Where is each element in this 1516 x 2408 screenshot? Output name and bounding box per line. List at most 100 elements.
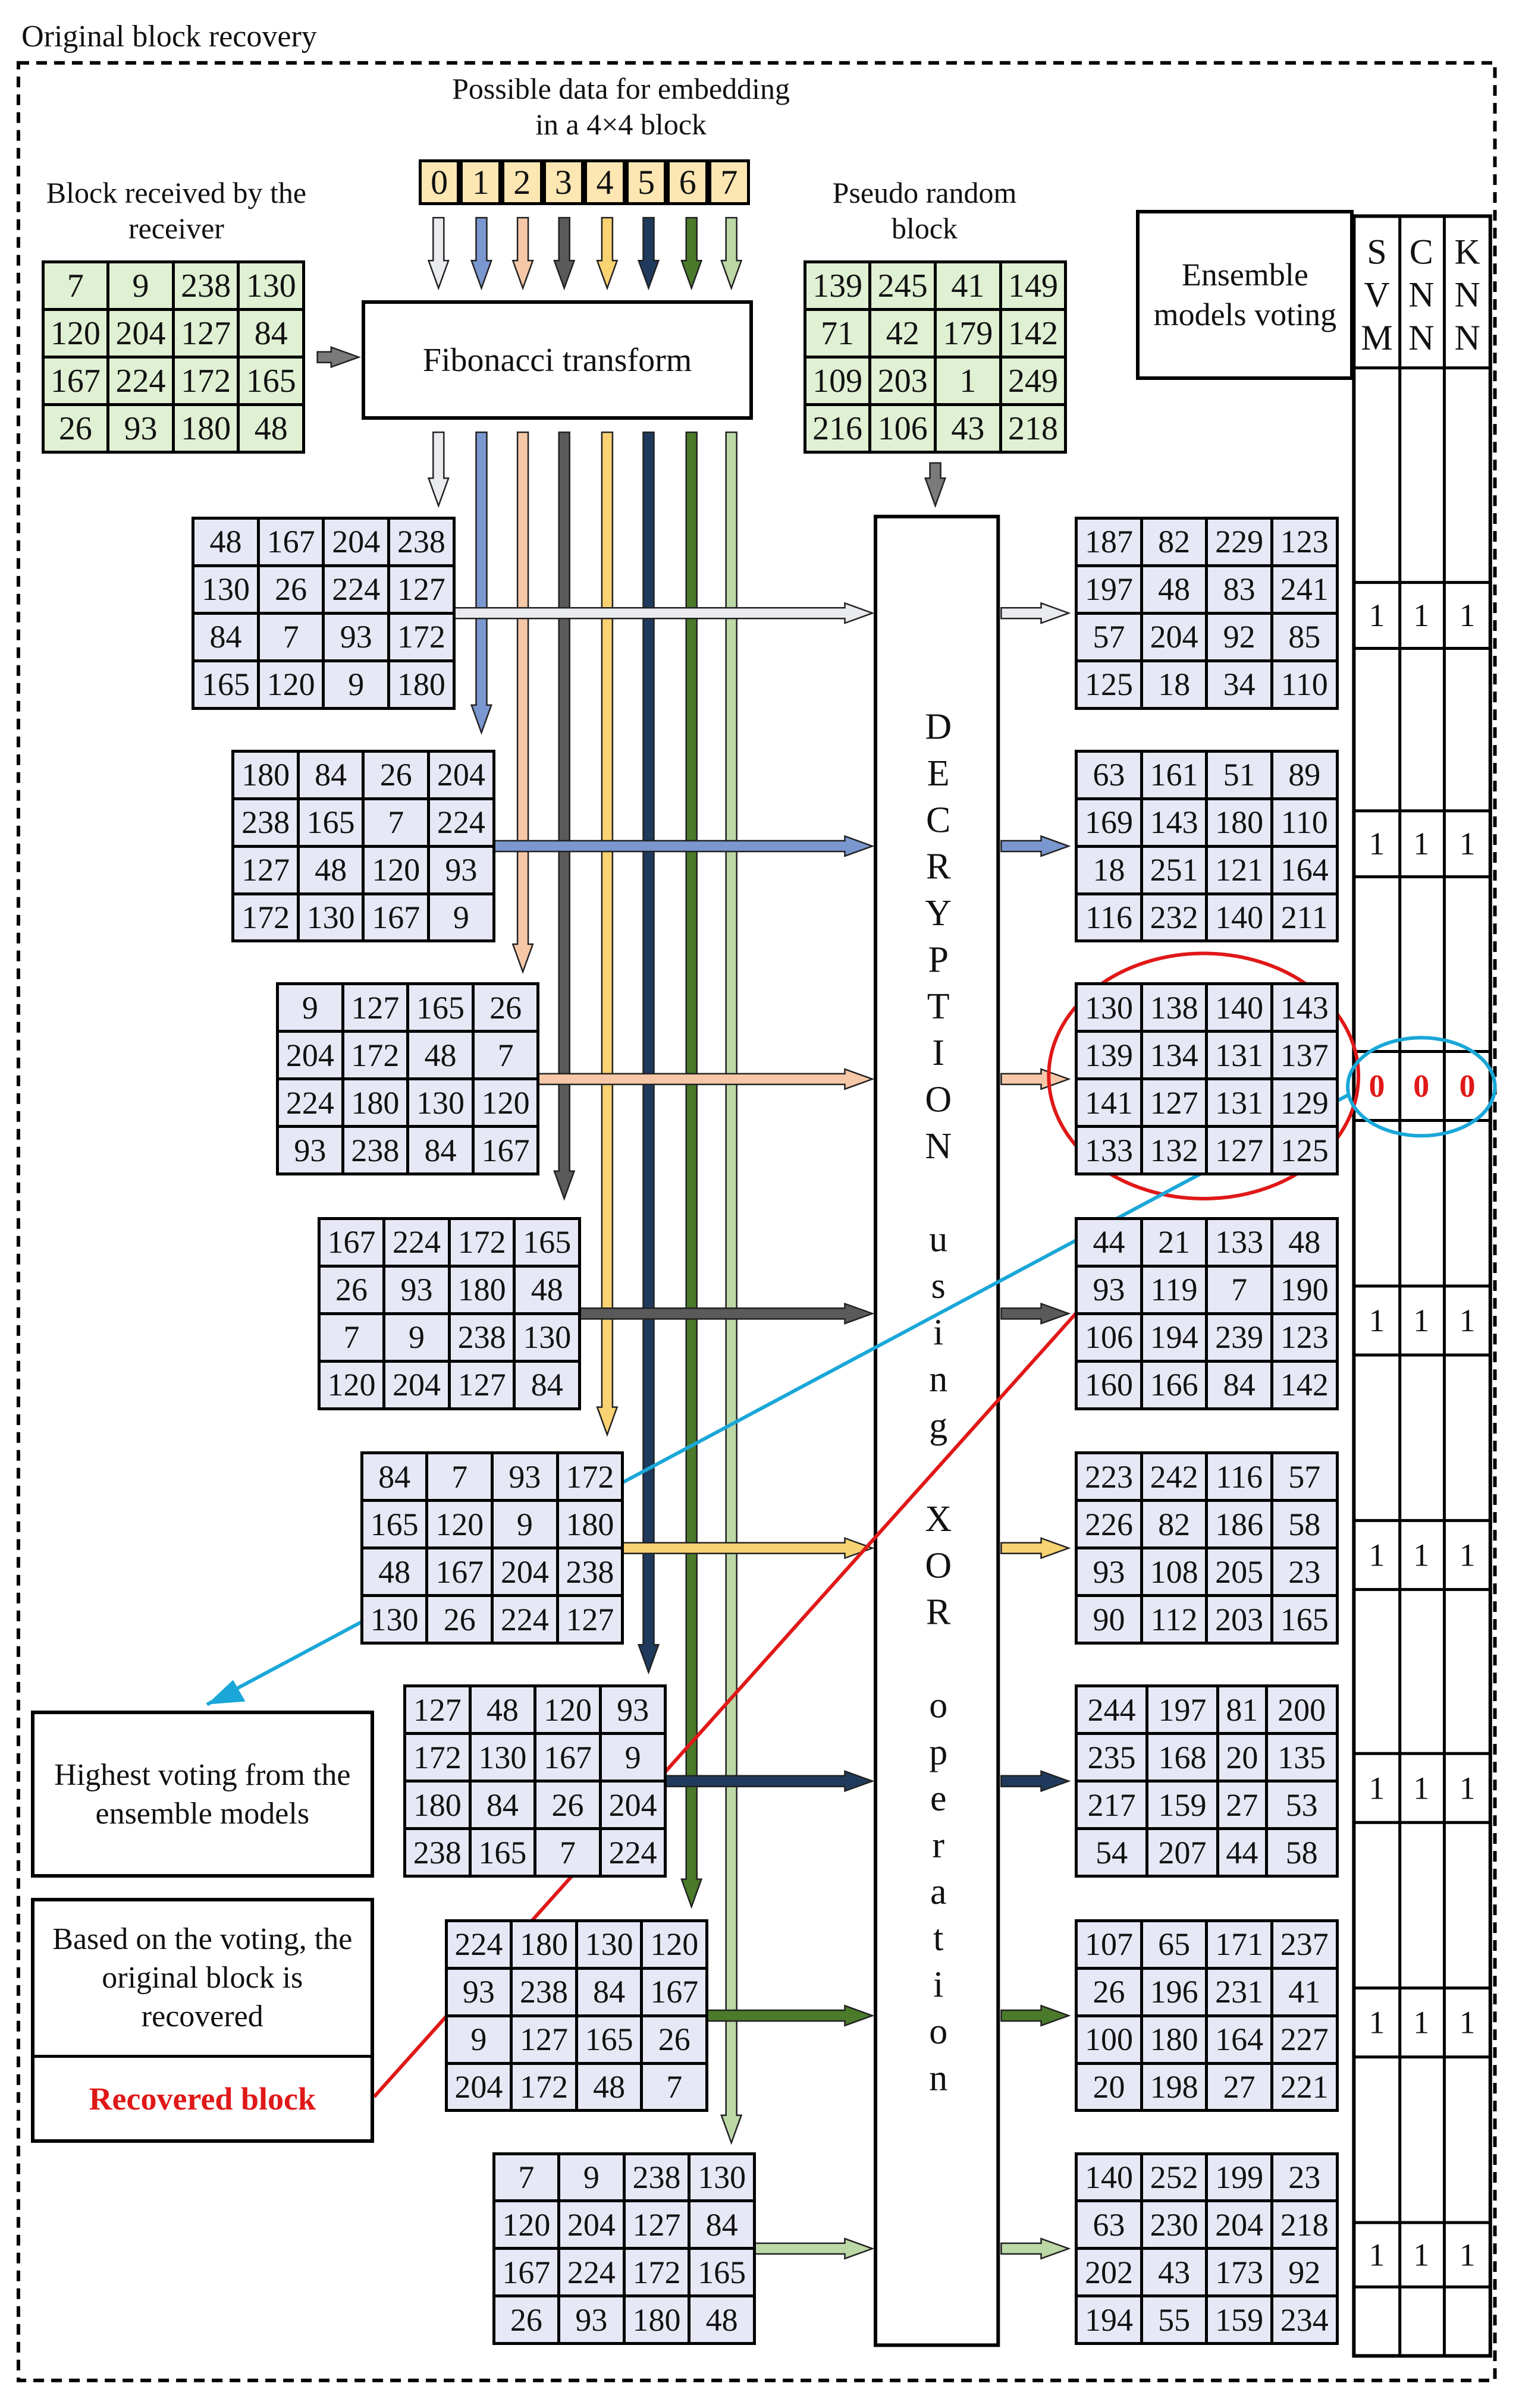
matrix-cell: 48: [1270, 1216, 1339, 1268]
matrix-cell: 92: [1270, 2247, 1339, 2298]
matrix-cell: 127: [555, 1594, 624, 1645]
matrix-cell: 252: [1140, 2152, 1209, 2203]
matrix-cell: 7: [640, 2061, 709, 2112]
matrix-cell: 166: [1140, 1359, 1209, 1410]
candidate-to-decryption-arrow-5: [660, 1770, 875, 1793]
matrix-cell: 81: [1216, 1684, 1268, 1736]
matrix-cell: 127: [231, 844, 300, 895]
matrix-cell: 143: [1140, 797, 1209, 848]
matrix-cell: 18: [1075, 844, 1143, 895]
matrix-cell: 71: [803, 308, 872, 359]
matrix-cell: 23: [1270, 1546, 1339, 1598]
matrix-cell: 165: [468, 1827, 537, 1878]
matrix-cell: 217: [1075, 1780, 1149, 1831]
possible-data-cell: 3: [542, 159, 585, 206]
data-input-arrow-6: [680, 216, 703, 291]
data-input-arrow-1: [470, 216, 492, 291]
matrix-cell: 130: [513, 1312, 582, 1363]
matrix-cell: 48: [406, 1030, 475, 1081]
model-header-letter: N: [1408, 275, 1434, 315]
matrix-cell: 120: [492, 2199, 561, 2250]
matrix-cell: 165: [513, 1216, 582, 1268]
matrix-cell: 218: [999, 403, 1068, 454]
possible-data-cell: 0: [418, 159, 460, 206]
possible-data-cell: 4: [584, 159, 626, 206]
decryption-to-output-arrow-7: [1000, 2237, 1071, 2260]
matrix-cell: 165: [406, 982, 475, 1033]
matrix-cell: 135: [1264, 1732, 1339, 1783]
candidate-to-decryption-arrow-1: [488, 835, 875, 857]
matrix-cell: 108: [1140, 1546, 1209, 1598]
vote-value: 1: [1369, 1537, 1385, 1573]
matrix-cell: 85: [1270, 611, 1339, 662]
matrix-cell: 7: [1205, 1264, 1273, 1315]
matrix-cell: 48: [468, 1684, 537, 1736]
matrix-cell: 93: [427, 844, 495, 895]
matrix-cell: 20: [1216, 1732, 1268, 1783]
matrix-cell: 93: [598, 1684, 667, 1736]
matrix-cell: 84: [296, 749, 365, 800]
matrix-cell: 168: [1145, 1732, 1220, 1783]
decryption-label-letter: N: [925, 1126, 952, 1167]
matrix-cell: 130: [237, 260, 305, 312]
fibonacci-output-arrow-1: [470, 431, 492, 735]
matrix-cell: 63: [1075, 2199, 1143, 2250]
matrix-cell: 9: [382, 1312, 451, 1363]
matrix-cell: 84: [468, 1780, 537, 1831]
matrix-cell: 48: [237, 403, 305, 454]
matrix-cell: 120: [362, 844, 431, 895]
matrix-cell: 204: [1205, 2199, 1273, 2250]
decryption-label-letter: O: [925, 1545, 952, 1586]
matrix-cell: 93: [444, 1966, 513, 2017]
decryption-label-letter: R: [926, 847, 951, 887]
matrix-cell: 139: [803, 260, 872, 312]
possible-data-cell: 2: [501, 159, 543, 206]
matrix-cell: 238: [387, 516, 456, 567]
matrix-cell: 180: [1140, 2014, 1209, 2065]
matrix-cell: 44: [1075, 1216, 1143, 1268]
matrix-cell: 204: [557, 2199, 626, 2250]
matrix-cell: 172: [387, 611, 456, 662]
decryption-to-output-arrow-6: [1000, 2004, 1071, 2027]
matrix-cell: 7: [425, 1451, 494, 1502]
matrix-cell: 221: [1270, 2061, 1339, 2112]
model-header-letter: S: [1367, 232, 1386, 271]
highest-voting-box: Highest voting from the ensemble models: [30, 1711, 375, 1878]
decryption-to-output-arrow-5: [1000, 1770, 1071, 1793]
matrix-cell: 26: [425, 1594, 494, 1645]
matrix-cell: 7: [533, 1827, 602, 1878]
matrix-cell: 84: [237, 308, 305, 359]
matrix-cell: 161: [1140, 749, 1209, 800]
matrix-cell: 169: [1075, 797, 1143, 848]
vote-value: 1: [1459, 1303, 1476, 1338]
candidate-to-decryption-arrow-6: [701, 2004, 875, 2027]
matrix-cell: 18: [1140, 659, 1209, 710]
matrix-cell: 241: [1270, 564, 1339, 615]
matrix-cell: 9: [444, 2014, 513, 2065]
matrix-cell: 100: [1075, 2014, 1143, 2065]
decryption-to-output-arrow-2: [1000, 1068, 1071, 1090]
model-header-letter: V: [1364, 275, 1389, 315]
